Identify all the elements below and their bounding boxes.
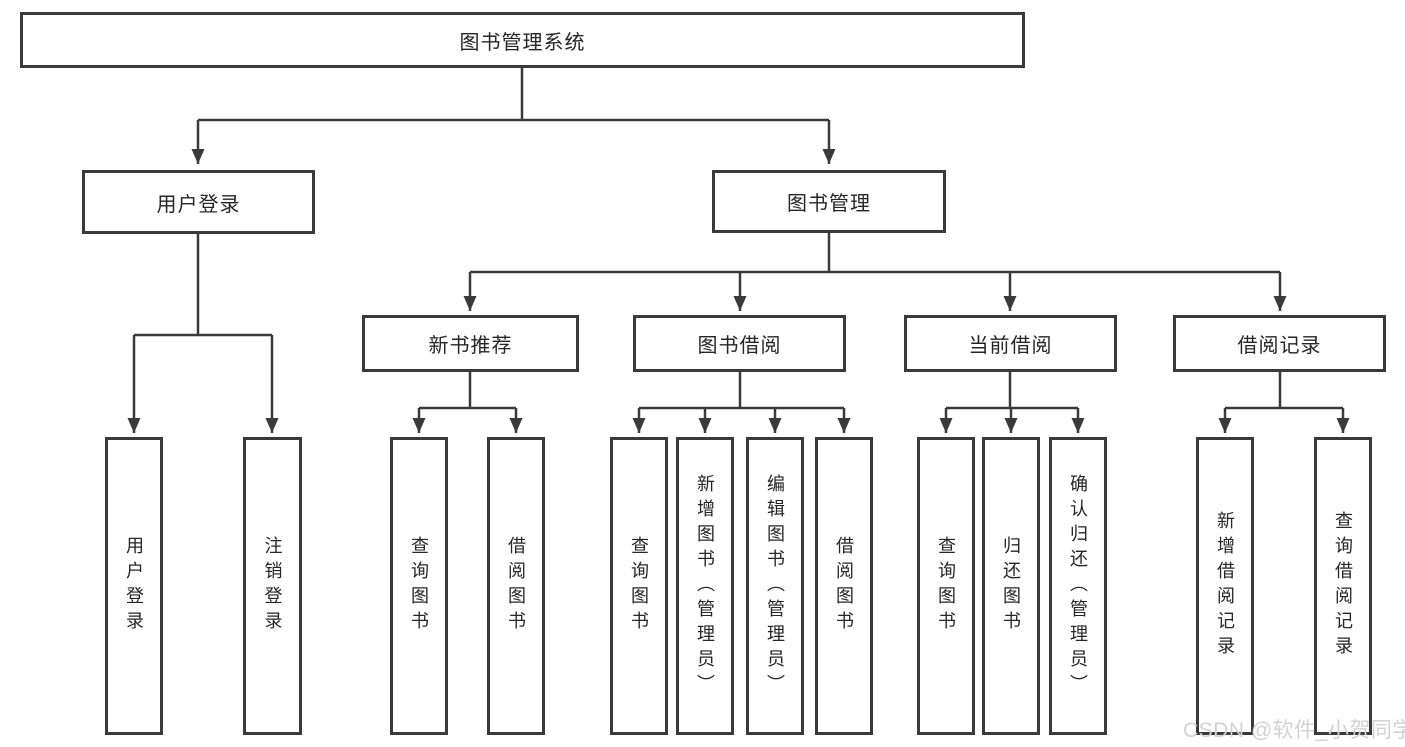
leaf-query-borrow-record: 查询借阅记录 bbox=[1314, 437, 1372, 735]
leaf-current-query-books: 查询图书 bbox=[917, 437, 975, 735]
leaf-newbooks-borrow-books: 借阅图书 bbox=[487, 437, 545, 735]
node-borrowing-records: 借阅记录 bbox=[1173, 315, 1386, 372]
node-library-management-system: 图书管理系统 bbox=[20, 12, 1025, 68]
node-user-login: 用户登录 bbox=[82, 170, 315, 234]
leaf-edit-books-admin: 编辑图书（管理员） bbox=[746, 437, 804, 735]
node-book-borrowing: 图书借阅 bbox=[633, 315, 846, 372]
node-new-book-recommendation: 新书推荐 bbox=[362, 315, 579, 372]
leaf-borrow-books: 借阅图书 bbox=[815, 437, 873, 735]
leaf-borrow-query-books: 查询图书 bbox=[610, 437, 668, 735]
leaf-add-borrow-record: 新增借阅记录 bbox=[1196, 437, 1254, 735]
leaf-logout: 注销登录 bbox=[243, 437, 302, 735]
leaf-user-login: 用户登录 bbox=[105, 437, 163, 735]
leaf-return-books: 归还图书 bbox=[982, 437, 1040, 735]
csdn-watermark: CSDN @软件_小贺同学 bbox=[1183, 719, 1405, 742]
leaf-add-books-admin: 新增图书（管理员） bbox=[676, 437, 734, 735]
node-book-management: 图书管理 bbox=[712, 170, 946, 233]
leaf-newbooks-query-books: 查询图书 bbox=[390, 437, 448, 735]
node-current-borrowing: 当前借阅 bbox=[904, 315, 1117, 372]
leaf-confirm-return-admin: 确认归还（管理员） bbox=[1049, 437, 1107, 735]
